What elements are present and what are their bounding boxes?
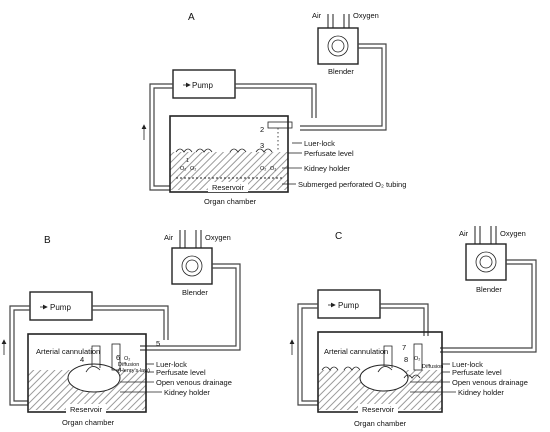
return-tube bbox=[9, 305, 30, 406]
number-marker: 2 bbox=[260, 125, 264, 134]
arterial-cannula bbox=[383, 345, 393, 368]
arterial-cannulation-label: Arterial cannulation bbox=[36, 347, 100, 356]
o2-label: O₂ bbox=[190, 166, 196, 172]
number-marker: 1 bbox=[186, 158, 189, 164]
panel-a-label: A bbox=[188, 12, 195, 23]
luer-lock-fitting bbox=[267, 121, 293, 129]
reservoir-label: Reservoir bbox=[70, 405, 103, 414]
blender-label: Blender bbox=[476, 285, 502, 294]
panel-b-pump: Pump bbox=[29, 291, 93, 321]
panel-b-label: B bbox=[44, 235, 51, 246]
diffusion-label: Diffusion bbox=[422, 364, 443, 370]
arterial-cannula bbox=[91, 345, 101, 368]
o2-label: O₂ bbox=[124, 356, 130, 362]
open-venous-drainage-label: Open venous drainage bbox=[452, 378, 528, 387]
oxygen-label: Oxygen bbox=[500, 229, 526, 238]
chamber-label: Organ chamber bbox=[204, 197, 257, 206]
air-label: Air bbox=[164, 233, 174, 242]
kidney-holder-label: Kidney holder bbox=[304, 164, 350, 173]
o2-label: O₂ bbox=[180, 166, 186, 172]
blender-box bbox=[171, 247, 213, 285]
chamber-label: Organ chamber bbox=[354, 419, 407, 428]
panel-b-gas-inputs: Air Oxygen bbox=[164, 230, 231, 248]
o2-label: O₂ bbox=[260, 166, 266, 172]
kidney-holder-label: Kidney holder bbox=[458, 388, 504, 397]
open-venous-drainage-label: Open venous drainage bbox=[156, 378, 232, 387]
pump-label: Pump bbox=[50, 303, 71, 312]
number-marker: 5 bbox=[156, 339, 160, 348]
blender-label: Blender bbox=[328, 67, 354, 76]
kidney-icon bbox=[67, 363, 121, 393]
luer-lock-label: Luer-lock bbox=[156, 360, 187, 369]
o2-tubing-label: Submerged perforated O₂ tubing bbox=[298, 180, 406, 189]
oxygen-label: Oxygen bbox=[353, 11, 379, 20]
pump-label: Pump bbox=[192, 81, 213, 90]
reservoir-label: Reservoir bbox=[212, 183, 245, 192]
chamber-label: Organ chamber bbox=[62, 418, 115, 427]
panel-c-pump: Pump bbox=[317, 289, 381, 319]
panel-a-gas-inputs: Air Oxygen bbox=[312, 11, 379, 30]
return-tube bbox=[297, 303, 318, 406]
oxygen-label: Oxygen bbox=[205, 233, 231, 242]
panel-a-organ-chamber: Reservoir Organ chamber O₂ O₂ O₂ O₂ 1 2 … bbox=[169, 115, 293, 206]
blender-dial-icon bbox=[327, 35, 349, 57]
perfusate-level-label: Perfusate level bbox=[304, 149, 354, 158]
pump-label: Pump bbox=[338, 301, 359, 310]
diffusion-label: Diffusion bbox=[118, 362, 139, 368]
panel-c-gas-inputs: Air Oxygen bbox=[459, 226, 526, 244]
panel-b: B Air Oxygen Blender Pump bbox=[1, 230, 241, 427]
gas-tube bbox=[140, 263, 241, 351]
panel-c-organ-chamber: 7 8 O₂ Diffusion Reservoir Organ chamber bbox=[317, 331, 443, 428]
number-marker: 3 bbox=[260, 141, 264, 150]
blender-label: Blender bbox=[182, 288, 208, 297]
number-marker: 4 bbox=[80, 355, 84, 364]
o2-label: O₂ bbox=[414, 356, 420, 362]
panel-c: C Air Oxygen Blender Pump bbox=[289, 226, 537, 428]
luer-lock-fitting bbox=[111, 343, 121, 371]
gas-tube bbox=[440, 259, 537, 353]
blender-dial-icon bbox=[181, 255, 203, 277]
henrys-law-label: (Henry's law) bbox=[118, 368, 150, 374]
pump-box bbox=[29, 291, 93, 321]
panel-c-callouts: Arterial cannulation Luer-lock Perfusate… bbox=[324, 347, 528, 397]
number-marker: 8 bbox=[404, 355, 408, 364]
panel-c-label: C bbox=[335, 231, 342, 242]
kidney-icon bbox=[359, 364, 409, 392]
blender-box bbox=[317, 27, 359, 65]
perfusate-level-label: Perfusate level bbox=[452, 368, 502, 377]
air-label: Air bbox=[312, 11, 322, 20]
return-tube bbox=[149, 83, 173, 191]
o2-label: O₂ bbox=[270, 166, 276, 172]
panel-a-blender: Blender bbox=[317, 27, 359, 76]
luer-lock-label: Luer-lock bbox=[304, 139, 335, 148]
blender-box bbox=[465, 243, 507, 281]
perfusate-level-label: Perfusate level bbox=[156, 368, 206, 377]
panel-c-blender: Blender bbox=[465, 243, 507, 294]
panel-a-pump: Pump bbox=[172, 69, 236, 99]
blender-dial-icon bbox=[475, 251, 497, 273]
luer-lock-fitting bbox=[413, 343, 423, 371]
panel-b-organ-chamber: 4 5 6 O₂ Diffusion (Henry's law) Reservo… bbox=[27, 333, 160, 427]
gas-tube bbox=[300, 43, 387, 131]
arterial-cannulation-label: Arterial cannulation bbox=[324, 347, 388, 356]
panel-a: A Air Oxygen Blender Pump bbox=[141, 11, 406, 206]
panel-b-callouts: Arterial cannulation Luer-lock Perfusate… bbox=[36, 347, 232, 397]
kidney-holder-waves bbox=[321, 366, 361, 371]
outflow-tube bbox=[380, 303, 429, 336]
reservoir-label: Reservoir bbox=[362, 405, 395, 414]
luer-lock-label: Luer-lock bbox=[452, 360, 483, 369]
air-label: Air bbox=[459, 229, 469, 238]
outflow-tube bbox=[235, 83, 317, 118]
number-marker: 6 bbox=[116, 353, 120, 362]
outflow-tube bbox=[92, 305, 169, 340]
panel-a-callouts: Luer-lock Perfusate level Kidney holder … bbox=[282, 139, 406, 189]
kidney-holder-label: Kidney holder bbox=[164, 388, 210, 397]
kidney-holder-waves bbox=[175, 148, 273, 153]
panel-b-blender: Blender bbox=[171, 247, 213, 297]
number-marker: 7 bbox=[402, 343, 406, 352]
